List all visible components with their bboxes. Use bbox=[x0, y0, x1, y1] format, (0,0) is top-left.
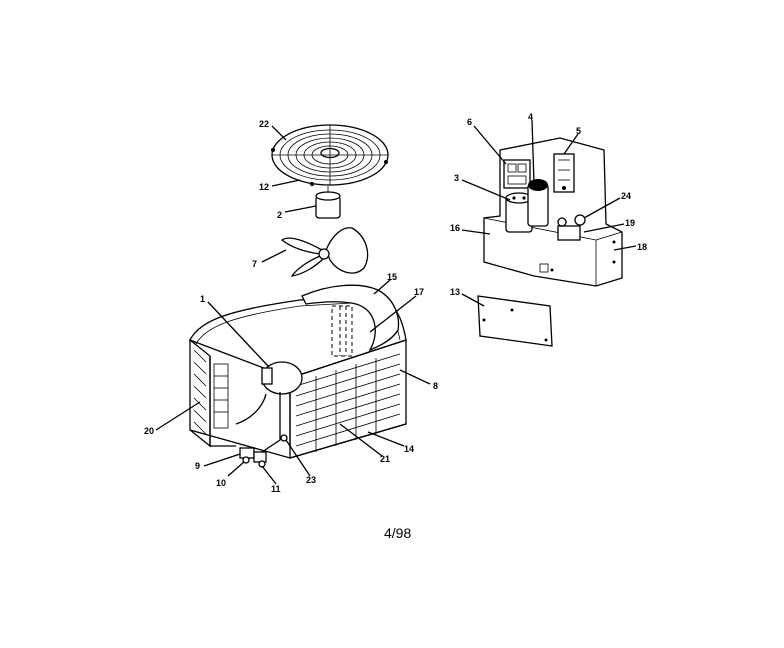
service-valves bbox=[239, 392, 291, 468]
panel-screw bbox=[544, 338, 548, 342]
fan-guard bbox=[271, 124, 389, 186]
top-panel bbox=[301, 284, 400, 352]
label-13: 13 bbox=[450, 287, 460, 297]
fan-motor bbox=[315, 186, 341, 219]
terminal-block bbox=[557, 214, 586, 241]
relay bbox=[553, 153, 575, 193]
front-coil-fins bbox=[295, 353, 401, 452]
label-20: 20 bbox=[144, 426, 154, 436]
label-17: 17 bbox=[414, 287, 424, 297]
label-8: 8 bbox=[433, 381, 438, 391]
label-11: 11 bbox=[271, 484, 281, 494]
label-9: 9 bbox=[195, 461, 200, 471]
left-coil-fins bbox=[193, 349, 229, 435]
access-panel bbox=[477, 295, 553, 347]
compressor bbox=[235, 361, 303, 425]
label-24: 24 bbox=[621, 191, 631, 201]
label-22: 22 bbox=[259, 119, 269, 129]
label-21: 21 bbox=[380, 454, 390, 464]
start-capacitor bbox=[527, 179, 549, 227]
label-23: 23 bbox=[306, 475, 316, 485]
label-3: 3 bbox=[454, 173, 459, 183]
refrigerant-tubing bbox=[331, 305, 353, 357]
label-6: 6 bbox=[467, 117, 472, 127]
label-7: 7 bbox=[252, 259, 257, 269]
fan-blade bbox=[280, 227, 369, 277]
part-labels: 22 12 2 7 1 15 17 8 20 9 10 11 23 21 14 … bbox=[144, 112, 647, 494]
label-12: 12 bbox=[259, 182, 269, 192]
label-1: 1 bbox=[200, 294, 205, 304]
label-16: 16 bbox=[450, 223, 460, 233]
label-10: 10 bbox=[216, 478, 226, 488]
label-5: 5 bbox=[576, 126, 581, 136]
label-14: 14 bbox=[404, 444, 414, 454]
footer-code: 4/98 bbox=[384, 525, 411, 541]
panel-screw bbox=[482, 318, 486, 322]
leader-lines bbox=[155, 119, 637, 485]
contactor bbox=[503, 159, 531, 189]
label-2: 2 bbox=[277, 210, 282, 220]
label-4: 4 bbox=[528, 112, 533, 122]
label-19: 19 bbox=[625, 218, 635, 228]
panel-screw bbox=[510, 308, 514, 312]
label-18: 18 bbox=[637, 242, 647, 252]
label-15: 15 bbox=[387, 272, 397, 282]
